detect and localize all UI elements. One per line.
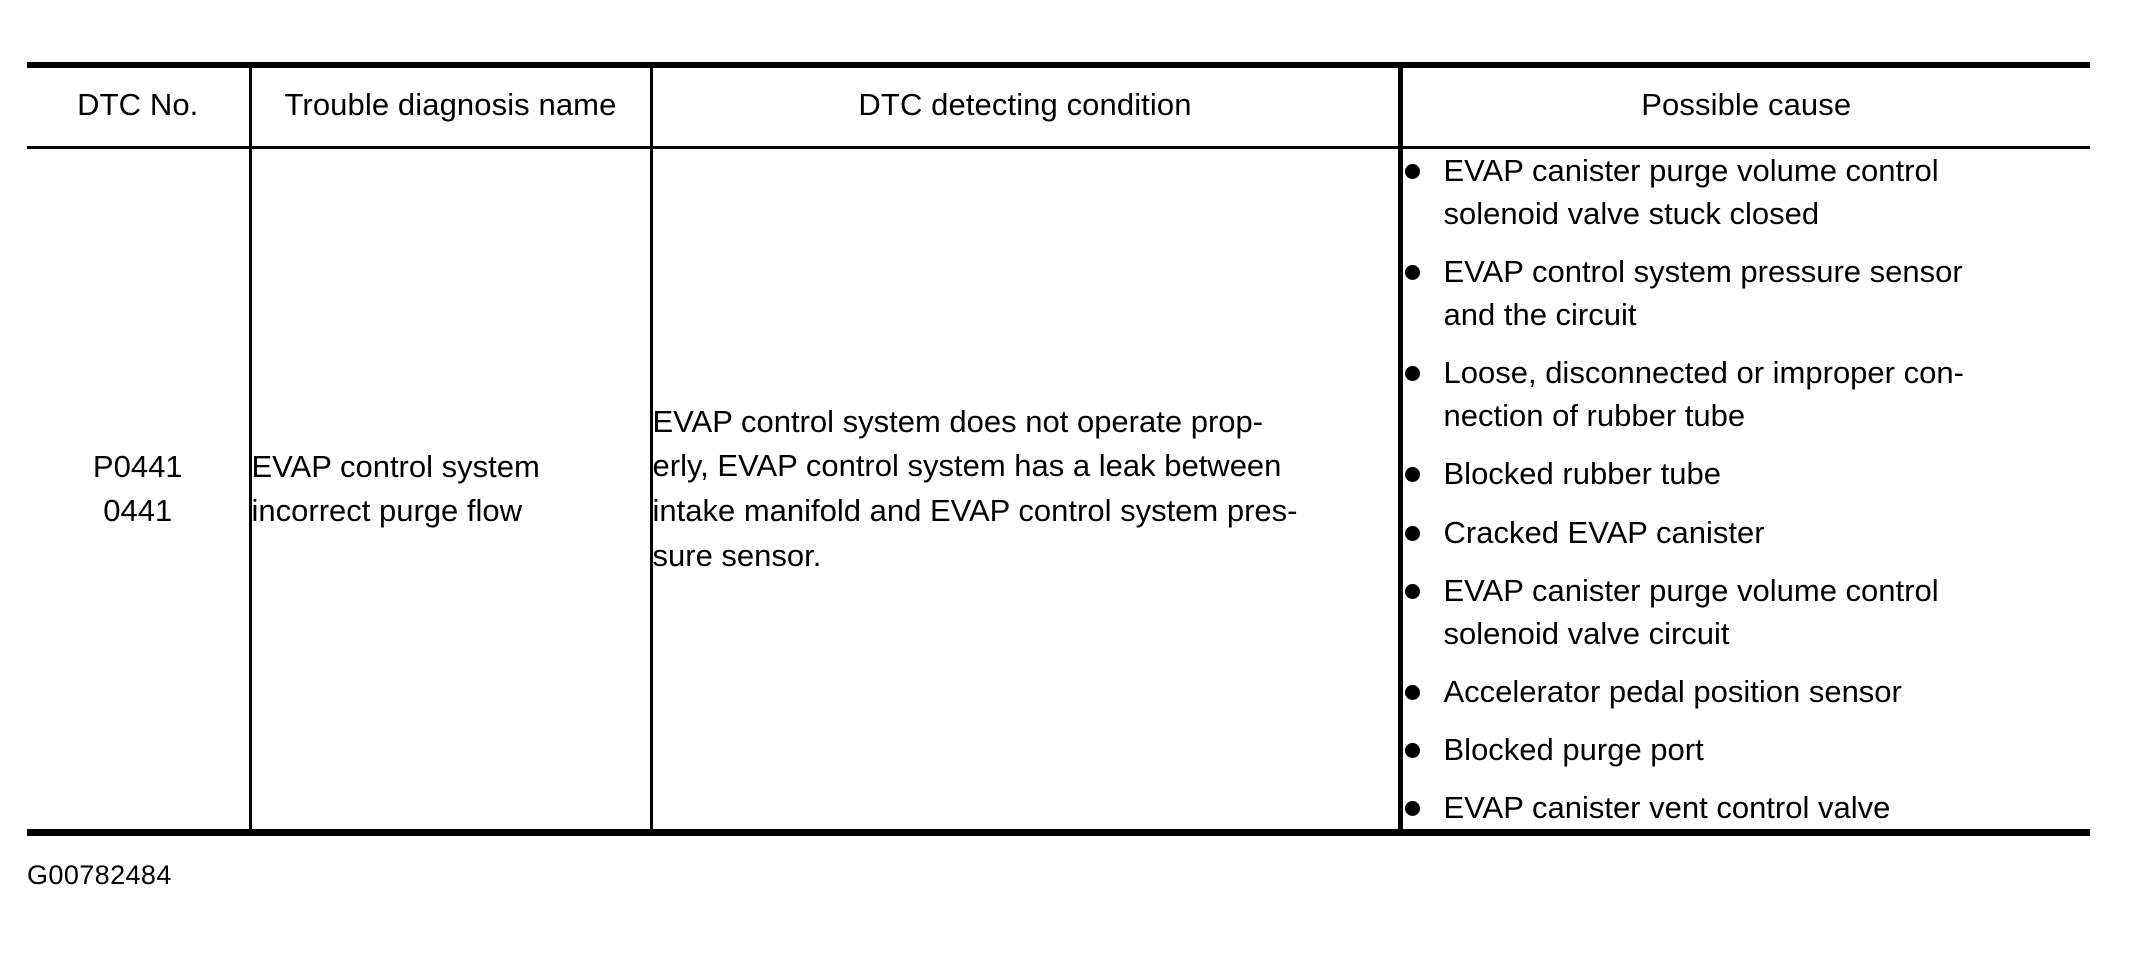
condition-line: EVAP control system does not operate pro…: [652, 403, 1264, 439]
list-item: Blocked purge port: [1403, 728, 2091, 771]
cause-line: nection of rubber tube: [1443, 398, 1746, 434]
cause-line: and the circuit: [1443, 297, 1637, 333]
cause-line: Blocked purge port: [1443, 731, 1704, 767]
bullet-icon: [1404, 467, 1420, 483]
bullet-icon: [1404, 800, 1420, 816]
bullet-icon: [1404, 742, 1420, 758]
column-header-possible-cause: Possible cause: [1397, 65, 2090, 149]
trouble-name-line: incorrect purge flow: [251, 493, 523, 528]
column-header-dtc-detecting-condition: DTC detecting condition: [649, 65, 1400, 149]
cause-line: EVAP control system pressure sensor: [1443, 254, 1963, 290]
cell-dtc-no: P0441 0441: [27, 147, 250, 837]
list-item: EVAP control system pressure sensor and …: [1403, 250, 2091, 336]
dtc-code-secondary: 0441: [103, 493, 173, 528]
table-body: P0441 0441 EVAP control system incorrect…: [27, 147, 2091, 837]
table-header: DTC No. Trouble diagnosis name DTC detec…: [27, 65, 2090, 149]
cause-line: EVAP canister purge volume control: [1443, 572, 1939, 608]
possible-cause-list: EVAP canister purge volume control solen…: [1403, 149, 2091, 829]
dtc-code-primary: P0441: [92, 448, 183, 484]
bullet-icon: [1404, 366, 1420, 382]
list-item: Cracked EVAP canister: [1403, 511, 2091, 554]
column-header-dtc-no: DTC No.: [27, 65, 250, 149]
bullet-icon: [1404, 164, 1420, 179]
table-header-row: DTC No. Trouble diagnosis name DTC detec…: [27, 65, 2090, 149]
cell-possible-cause: EVAP canister purge volume control solen…: [1397, 147, 2091, 837]
list-item: EVAP canister purge volume control solen…: [1403, 149, 2091, 235]
list-item: EVAP canister purge volume control solen…: [1403, 569, 2091, 655]
bullet-icon: [1404, 583, 1420, 599]
cause-line: Blocked rubber tube: [1443, 456, 1721, 492]
condition-line: sure sensor.: [652, 537, 822, 573]
table-row: P0441 0441 EVAP control system incorrect…: [27, 147, 2091, 837]
cause-line: solenoid valve stuck closed: [1443, 196, 1820, 232]
bullet-icon: [1404, 525, 1420, 541]
condition-line: intake manifold and EVAP control system …: [652, 493, 1298, 528]
list-item: Accelerator pedal position sensor: [1403, 670, 2091, 713]
bullet-icon: [1404, 684, 1420, 700]
cause-line: Loose, disconnected or improper con-: [1443, 355, 1964, 391]
bullet-icon: [1404, 265, 1420, 281]
cause-line: Accelerator pedal position sensor: [1443, 673, 1902, 709]
cell-dtc-detecting-condition: EVAP control system does not operate pro…: [649, 147, 1400, 837]
list-item: Blocked rubber tube: [1403, 452, 2091, 495]
cell-trouble-diagnosis-name: EVAP control system incorrect purge flow: [248, 147, 651, 837]
list-item: EVAP canister vent control valve: [1403, 786, 2091, 829]
trouble-name-line: EVAP control system: [251, 448, 540, 484]
figure-id-caption: G00782484: [27, 860, 172, 890]
cause-line: EVAP canister purge volume control: [1443, 153, 1939, 188]
column-header-trouble-diagnosis-name: Trouble diagnosis name: [248, 65, 651, 149]
list-item: Loose, disconnected or improper con- nec…: [1403, 351, 2091, 437]
dtc-diagnosis-table: DTC No. Trouble diagnosis name DTC detec…: [27, 62, 2091, 837]
cause-line: Cracked EVAP canister: [1443, 514, 1765, 550]
condition-line: erly, EVAP control system has a leak bet…: [652, 448, 1282, 484]
cause-line: solenoid valve circuit: [1443, 615, 1730, 651]
cause-line: EVAP canister vent control valve: [1443, 789, 1891, 825]
